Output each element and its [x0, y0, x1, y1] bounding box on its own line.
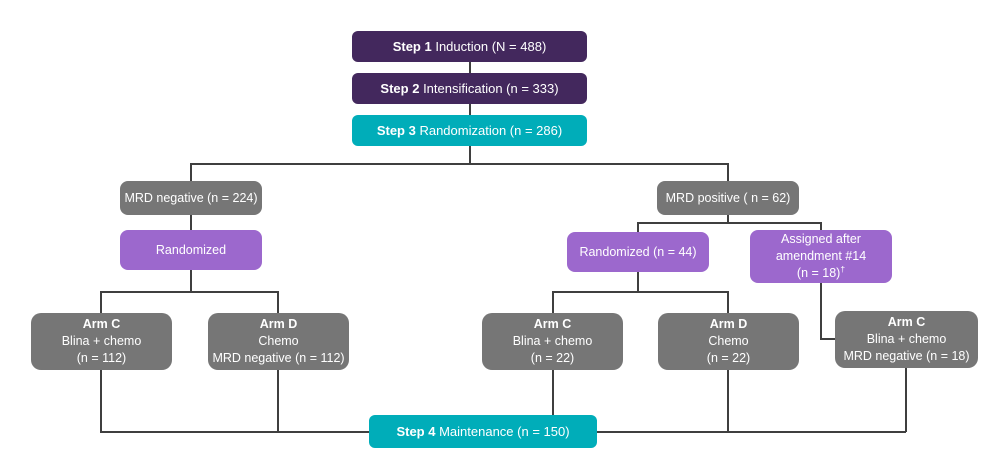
- mrd-negative-box: MRD negative (n = 224): [120, 181, 262, 215]
- step1-box: Step 1 Induction (N = 488): [352, 31, 587, 62]
- randomized-left-box: Randomized: [120, 230, 262, 270]
- connector-to-armc-left: [100, 291, 102, 313]
- connector-to-armd-right: [727, 291, 729, 313]
- connector-to-armd-left: [277, 291, 279, 313]
- randomized-right-box: Randomized (n = 44): [567, 232, 709, 272]
- step1-label-rest: Induction (N = 488): [435, 39, 547, 54]
- arm-c-amendment-title: Arm C: [887, 315, 926, 329]
- connector-split-right-arms: [552, 291, 728, 293]
- connector-split-left-arms: [100, 291, 278, 293]
- connector-amendment-elbow: [820, 338, 836, 340]
- arm-c-left-line3: (n = 112): [76, 351, 127, 365]
- arm-c-right-line3: (n = 22): [530, 351, 575, 365]
- amendment-line1: Assigned after: [781, 232, 861, 246]
- arm-c-left-title: Arm C: [82, 317, 121, 331]
- connector-randleft-split: [190, 270, 192, 291]
- step4-label-bold: Step 4: [396, 424, 436, 439]
- randomized-right-label: Randomized (n = 44): [579, 245, 697, 259]
- connector-to-randomized-right: [637, 222, 639, 232]
- arm-c-amendment-box: Arm C Blina + chemo MRD negative (n = 18…: [835, 311, 978, 368]
- mrd-negative-label: MRD negative (n = 224): [124, 191, 258, 205]
- step4-box: Step 4 Maintenance (n = 150): [369, 415, 597, 448]
- arm-c-right-title: Arm C: [533, 317, 572, 331]
- connector-armc-right-down: [552, 370, 554, 432]
- connector-armd-left-down: [277, 370, 279, 432]
- connector-randright-split: [637, 272, 639, 291]
- randomized-left-label: Randomized: [155, 243, 227, 257]
- connector-armc-left-down: [100, 370, 102, 432]
- arm-c-amendment-line3: MRD negative (n = 18): [843, 349, 970, 363]
- step3-label-bold: Step 3: [376, 123, 416, 138]
- connector-mrdpos-split: [727, 213, 729, 222]
- connector-armd-right-down: [727, 370, 729, 432]
- connector-mrdneg-randomized: [190, 215, 192, 230]
- connector-to-armc-right: [552, 291, 554, 313]
- arm-c-left-line2: Blina + chemo: [61, 334, 142, 348]
- step3-box: Step 3 Randomization (n = 286): [352, 115, 587, 146]
- amendment-line3: (n = 18)†: [796, 263, 846, 280]
- arm-c-amendment-line2: Blina + chemo: [866, 332, 947, 346]
- connector-step2-step3: [469, 104, 471, 115]
- connector-to-amendment: [820, 222, 822, 230]
- step4-label-rest: Maintenance (n = 150): [439, 424, 570, 439]
- arm-c-left-box: Arm C Blina + chemo (n = 112): [31, 313, 172, 370]
- step1-label-bold: Step 1: [392, 39, 432, 54]
- connector-to-mrd-positive: [727, 163, 729, 181]
- arm-d-right-title: Arm D: [709, 317, 748, 331]
- arm-d-left-line2: Chemo: [258, 334, 299, 348]
- arm-d-right-line3: (n = 22): [706, 351, 751, 365]
- arm-d-left-box: Arm D Chemo MRD negative (n = 112): [208, 313, 349, 370]
- arm-d-left-title: Arm D: [259, 317, 298, 331]
- connector-split-right: [637, 222, 821, 224]
- arm-c-right-box: Arm C Blina + chemo (n = 22): [482, 313, 623, 370]
- arm-c-right-line2: Blina + chemo: [512, 334, 593, 348]
- dagger-footnote-mark: †: [840, 263, 846, 274]
- step3-label-rest: Randomization (n = 286): [419, 123, 563, 138]
- arm-d-left-line3: MRD negative (n = 112): [212, 351, 345, 365]
- connector-armc-far-down: [905, 368, 907, 432]
- connector-step3-split: [469, 146, 471, 163]
- arm-d-right-box: Arm D Chemo (n = 22): [658, 313, 799, 370]
- connector-amendment-down: [820, 283, 822, 339]
- step2-box: Step 2 Intensification (n = 333): [352, 73, 587, 104]
- mrd-positive-label: MRD positive ( n = 62): [665, 191, 791, 205]
- connector-to-mrd-negative: [190, 163, 192, 181]
- amendment-box: Assigned after amendment #14 (n = 18)†: [750, 230, 892, 283]
- arm-d-right-line2: Chemo: [708, 334, 749, 348]
- step2-label-bold: Step 2: [380, 81, 420, 96]
- step2-label-rest: Intensification (n = 333): [423, 81, 559, 96]
- amendment-line2: amendment #14: [775, 249, 867, 263]
- connector-step1-step2: [469, 62, 471, 73]
- mrd-positive-box: MRD positive ( n = 62): [657, 181, 799, 215]
- connector-split-top: [190, 163, 728, 165]
